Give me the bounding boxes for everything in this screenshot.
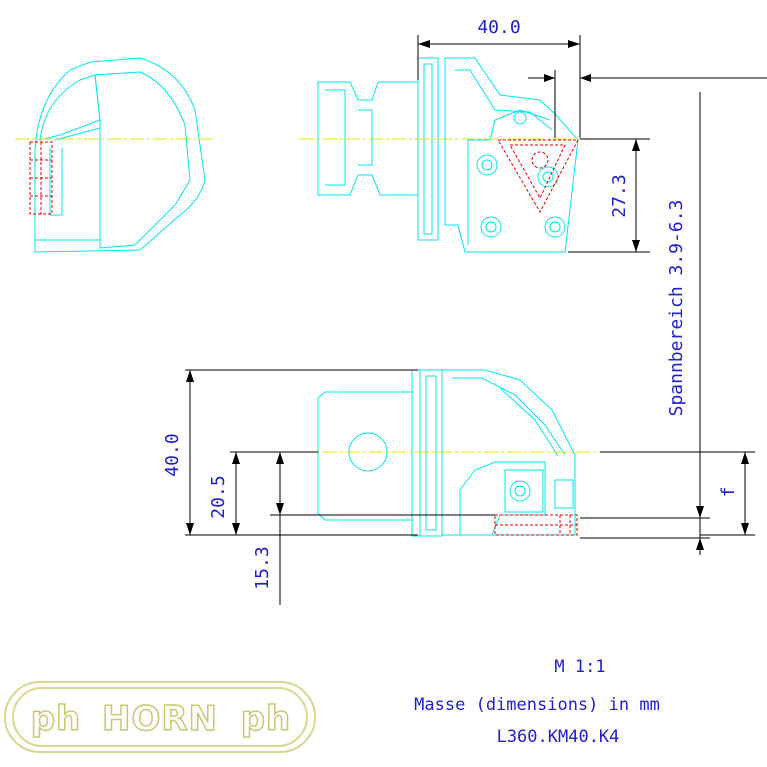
horn-logo: ph HORN ph [4,681,316,753]
logo-brand: HORN [102,699,218,739]
part-number: L360.KM40.K4 [497,727,620,747]
dimension-f-label: f [718,487,739,498]
scale-note: M 1:1 [554,657,605,677]
dimension-height-center: 20.5 [208,475,229,518]
units-note: Masse (dimensions) in mm [414,695,660,715]
end-view [15,57,215,253]
dimension-width-top: 40.0 [477,17,520,38]
dimension-height-insert: 27.3 [609,174,630,217]
top-view [300,35,767,253]
dimension-height-bottom: 15.3 [252,546,273,589]
clamping-range-label: Spannbereich 3.9-6.3 [666,200,687,417]
logo-left-mark: ph [31,699,82,739]
side-view [185,92,755,605]
logo-right-mark: ph [241,699,292,739]
dimension-height-side: 40.0 [162,433,183,476]
